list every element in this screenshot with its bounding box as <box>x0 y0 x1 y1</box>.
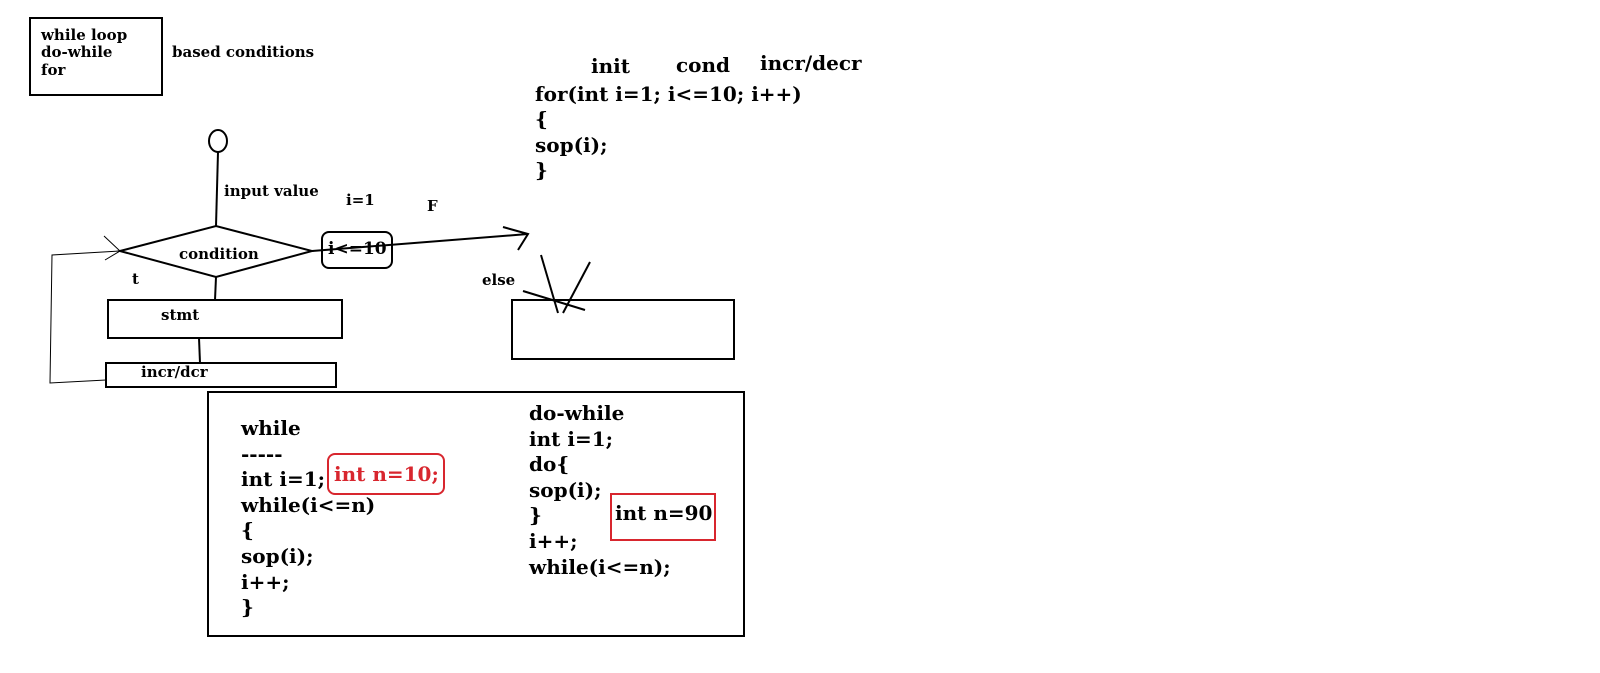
for-init-label: init <box>591 54 630 78</box>
for-code-block: for(int i=1; i<=10; i++) { sop(i); } <box>535 82 802 184</box>
dowhile-code-line: } <box>529 503 542 528</box>
while-code-line: i++; <box>241 569 290 594</box>
dowhile-code-line: do{ <box>529 452 570 477</box>
loop-types-list: while loop do-while for <box>41 26 128 79</box>
for-incr-label: incr/decr <box>760 51 862 75</box>
input-value-label: input value <box>224 182 319 200</box>
while-code-line: int i=1; <box>241 467 325 492</box>
for-code-line: sop(i); <box>535 132 608 157</box>
incr-box <box>105 362 337 388</box>
true-label: t <box>132 270 139 288</box>
else-box <box>511 299 735 360</box>
dowhile-code-line: while(i<=n); <box>529 554 671 579</box>
false-arrowhead <box>502 226 530 251</box>
loop-type-while: while loop <box>41 26 128 44</box>
code-box <box>207 391 745 637</box>
while-code-line: { <box>241 518 254 543</box>
stmt-label: stmt <box>161 306 200 324</box>
cond-value-label: i<=10 <box>328 239 387 259</box>
for-cond-label: cond <box>676 53 731 77</box>
while-note: int n=10; <box>334 462 439 486</box>
while-code-line: while(i<=n) <box>241 492 376 517</box>
loop-type-dowhile: do-while <box>41 43 113 62</box>
incr-label: incr/dcr <box>141 363 208 381</box>
while-code-line: sop(i); <box>241 543 314 568</box>
dowhile-code-line: int i=1; <box>529 426 613 451</box>
dowhile-code-block: do-while int i=1; do{ sop(i); } i++; whi… <box>529 401 671 580</box>
loop-types-box <box>29 17 163 96</box>
dowhile-code-line: sop(i); <box>529 477 602 502</box>
loop-type-for: for <box>41 60 66 79</box>
while-code-line: } <box>241 595 254 620</box>
while-code-block: while ----- int i=1; while(i<=n) { sop(i… <box>241 416 375 621</box>
condition-label: condition <box>179 245 259 263</box>
dowhile-code-line: i++; <box>529 528 578 553</box>
start-circle <box>208 129 228 153</box>
i-init-label: i=1 <box>346 191 375 209</box>
stmt-box <box>107 299 343 339</box>
while-code-line: while <box>241 416 301 440</box>
else-label: else <box>482 271 516 289</box>
loop-back-arrowhead <box>103 235 121 261</box>
dowhile-note-box <box>610 493 716 541</box>
dowhile-code-line: do-while <box>529 401 625 425</box>
dowhile-note: int n=90 <box>615 501 713 525</box>
for-code-line: { <box>535 107 548 132</box>
while-code-line: ----- <box>241 441 283 466</box>
while-note-box <box>327 453 445 495</box>
for-code-line: for(int i=1; i<=10; i++) <box>535 82 802 106</box>
false-label: F <box>427 197 438 215</box>
loop-back-line <box>49 250 121 384</box>
for-code-line: } <box>535 158 548 183</box>
based-conditions-label: based conditions <box>172 43 315 61</box>
